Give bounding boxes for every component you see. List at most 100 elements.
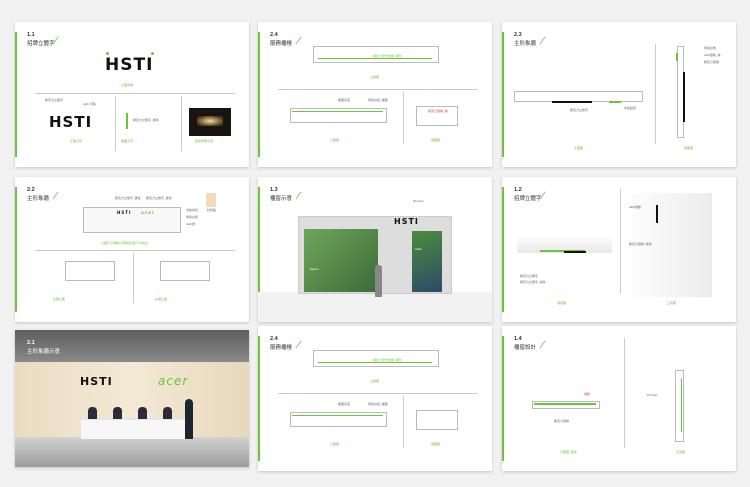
poster-right-title: Swift [415,247,422,251]
label-acrylic-green: 壓克力立體字_綠色 [520,280,546,284]
wall-plan-black [552,101,592,103]
divider-v [655,44,656,144]
label-led: LED燈條_綠 [704,53,721,57]
label-spec: 立面尺寸規格(以現場丈量尺寸為主) [101,241,148,245]
section-title: 櫃窗示意 [270,196,293,202]
label-side-strip: 壓克力燈條_綠 [428,109,448,113]
section-number: 1.1 [27,32,35,38]
hsti-logo: HSTI [105,55,154,75]
slide-card-4[interactable]: 2.2 主形象牆 HSTI acer 壓克力立體字_黑色 壓克力立體字_綠色 木… [15,177,249,322]
divider [278,89,478,90]
sign-green-strip [540,250,585,252]
title-slash [52,191,59,200]
wall-front [83,207,181,233]
slide-card-7[interactable]: 2.1 主形象牆示意 HSTI acer [15,330,249,467]
label-led: LED 字體 [83,102,96,106]
staff-2 [113,407,122,419]
divider-v [620,189,621,294]
section-title: 櫃窗設計 [514,345,537,351]
label-logo: 壓克力立體字 [570,108,589,112]
divider-v2 [181,96,182,151]
counter-side [416,410,458,430]
accent-bar [15,32,17,157]
section-number: 2.4 [270,32,278,38]
label-elevation: 立面圖 [370,379,380,383]
label-plan: 平面圖 [330,442,340,446]
front-black-bar [656,205,658,223]
label-box: 燈箱 [584,392,591,396]
title-slash [52,36,59,45]
poster-left-title: Aspire [310,267,319,271]
wall-right-view [160,261,210,281]
staff-4 [163,407,172,419]
section-number: 2.4 [270,336,278,342]
counter-side [416,106,458,126]
wall-left-view [65,261,115,281]
staff-1 [88,407,97,419]
window-plan-strip [534,403,596,405]
label-white: 烤漆白色 [186,215,199,219]
label-white: 烤漆白色 [704,46,717,50]
title-slash [295,191,302,200]
label-led: LED燈 [186,222,195,226]
label-right: 右側立面 [155,297,168,301]
caption-night: 夜間效果示意 [195,139,214,143]
slide-card-3[interactable]: 2.3 主形象牆 壓克力立體字 木紋貼皮 平面圖 烤漆白色 LED燈條_綠 壓克… [502,22,736,167]
label-acrylic-green: 壓克力立體字_綠色 [133,118,159,122]
section-number: 1.3 [270,187,278,193]
divider-v [403,396,404,448]
accent-bar [502,336,504,461]
section-title: 主形象牆 [27,196,50,202]
acer-logo: acer [141,210,155,215]
wall-side-green [676,53,678,61]
logo-dot-right [151,52,154,55]
section-number: 2.3 [514,32,522,38]
poster-left [304,229,378,292]
sign-black-strip [564,251,586,253]
logo-dot-left [106,52,109,55]
slide-card-1[interactable]: 1.1 招牌立體字 HSTI 立面效果 壓克力立體字 LED 字體 HSTI 正… [15,22,249,167]
caption-front: 正面示意 [70,139,83,143]
wall-side-black [683,72,685,122]
slide-card-9[interactable]: 1.4 櫃窗設計 燈箱 壓克力燈條 平面圖_燈箱 Pinscan 正視圖 [502,326,736,471]
divider-v1 [115,96,116,151]
section-title: 主形象牆示意 [27,349,61,355]
label-led: LED燈條 [629,205,641,209]
label-pinscan: Pinscan [647,393,658,397]
ceiling [15,330,249,362]
counter-plan-strip [292,111,383,112]
accent-bar [502,32,504,157]
divider [35,93,235,94]
hsti-logo: HSTI [394,217,419,226]
staff-3 [138,407,147,419]
label-side: 側面圖 [684,146,694,150]
title-slash [539,191,546,200]
caption-side: 側面示意 [121,139,134,143]
label-wood: 木紋貼皮 [624,106,637,110]
label-board: 材質板 [207,208,217,212]
reception-desk [81,418,191,439]
counter-light-strip [318,58,432,59]
label-plan: 平面圖_燈箱 [560,450,577,454]
label-strip: 壓克力燈條_綠色 [629,242,652,246]
hsti-logo: HSTI [80,375,113,388]
counter-light-strip [318,362,432,363]
accent-bar [15,187,17,312]
slide-card-6[interactable]: 1.2 招牌立體字 壓克力立體字 壓克力立體字_綠色 側視圖 LED燈條 壓克力… [502,177,736,322]
poster-right [412,231,442,292]
section-number: 2.1 [27,340,35,346]
slide-card-2[interactable]: 2.4 服務櫃檯 壓克力發光燈條_綠色 立面圖 檯面高度 烤漆白色_檯面 平面圖… [258,22,492,167]
label-front: 正視圖 [676,450,686,454]
label-acrylic: 壓克力立體字 [45,98,64,102]
slide-card-8[interactable]: 2.4 服務櫃檯 壓克力發光燈條_綠色 立面圖 檯面高度 烤漆白色_檯面 平面圖… [258,326,492,471]
slide-card-5[interactable]: 1.3 櫃窗示意 HSTI Aspire Swift Pinscan [258,177,492,322]
label-side-view: 側視圖 [557,301,567,305]
caption-elevation: 立面效果 [121,83,134,87]
section-number: 2.2 [27,187,35,193]
title-slash [539,340,546,349]
section-number: 1.4 [514,336,522,342]
label-strip: 壓克力燈條 [554,419,570,423]
label-light: 壓克力發光燈條_綠色 [373,358,402,362]
window-floor [258,292,492,322]
front-panel [622,193,712,297]
